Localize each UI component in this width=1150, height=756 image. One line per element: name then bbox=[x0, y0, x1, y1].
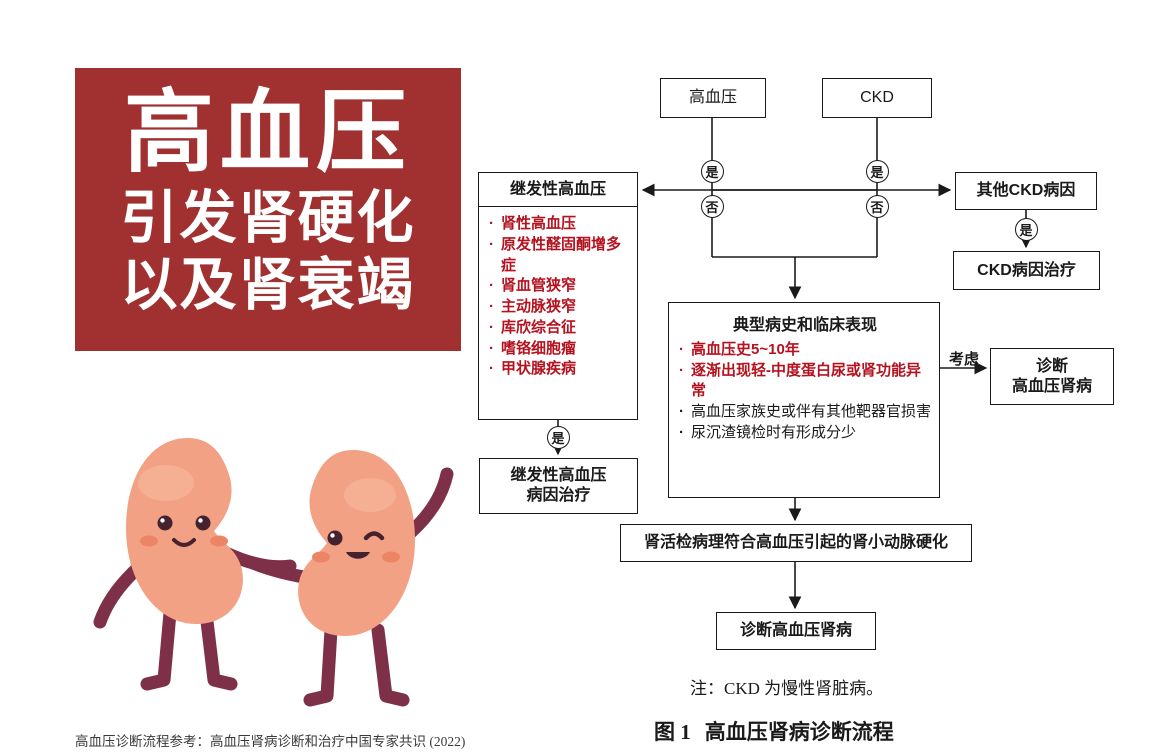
left-kidney-face bbox=[140, 515, 228, 547]
bullet: · bbox=[489, 236, 494, 254]
bullet: · bbox=[489, 360, 494, 378]
node-secondary-treatment: 继发性高血压 病因治疗 bbox=[479, 458, 638, 514]
figure-number: 图 1 bbox=[654, 720, 691, 744]
node-final-diagnosis: 诊断高血压肾病 bbox=[716, 612, 876, 650]
list-item: ·甲状腺疾病 bbox=[489, 359, 629, 380]
list-item: ·嗜铬细胞瘤 bbox=[489, 339, 629, 360]
right-kidney-waving-arm bbox=[403, 467, 454, 540]
bullet: · bbox=[489, 298, 494, 316]
node-biopsy: 肾活检病理符合高血压引起的肾小动脉硬化 bbox=[620, 524, 972, 562]
node-ckd: CKD bbox=[822, 78, 932, 118]
right-kidney-leg bbox=[371, 623, 410, 707]
node-secondary-treatment-line2: 病因治疗 bbox=[526, 487, 591, 504]
list-item: ·尿沉渣镜检时有形成分少 bbox=[679, 423, 931, 444]
list-item: ·肾血管狭窄 bbox=[489, 276, 629, 297]
list-item: ·主动脉狭窄 bbox=[489, 297, 629, 318]
bullet: · bbox=[489, 318, 494, 336]
left-kidney-leg bbox=[199, 606, 238, 691]
left-kidney-highlight bbox=[138, 465, 194, 501]
bullet: · bbox=[679, 361, 684, 379]
yes-label-secondary: 是 bbox=[546, 425, 570, 449]
list-item: ·高血压家族史或伴有其他靶器官损害 bbox=[679, 402, 931, 423]
node-typical-history: 典型病史和临床表现 ·高血压史5~10年 ·逐渐出现轻-中度蛋白尿或肾功能异常 … bbox=[668, 302, 940, 498]
node-other-ckd-cause: 其他CKD病因 bbox=[955, 172, 1097, 210]
left-kidney-arm bbox=[93, 559, 147, 629]
bullet: · bbox=[489, 215, 494, 233]
node-diagnosis-consider-line1: 诊断 bbox=[1035, 357, 1068, 375]
typical-history-title: 典型病史和临床表现 bbox=[732, 317, 877, 334]
ckd-note: 注：CKD 为慢性肾脏病。 bbox=[690, 679, 884, 698]
node-ckd-treatment: CKD病因治疗 bbox=[953, 251, 1100, 290]
list-item: ·原发性醛固酮增多症 bbox=[489, 235, 629, 276]
list-item: ·肾性高血压 bbox=[489, 214, 629, 235]
right-kidney-face bbox=[312, 530, 400, 563]
right-kidney-highlight bbox=[344, 478, 396, 512]
bullet: · bbox=[489, 339, 494, 357]
node-secondary-hypertension: 继发性高血压 bbox=[478, 172, 638, 208]
figure-title: 高血压肾病诊断流程 bbox=[704, 720, 894, 744]
title-banner: 高血压 引发肾硬化 以及肾衰竭 bbox=[75, 68, 461, 351]
bullet: · bbox=[679, 423, 684, 441]
consider-label: 考虑 bbox=[948, 351, 979, 368]
no-label-right: 否 bbox=[865, 194, 889, 218]
node-diagnosis-consider: 诊断 高血压肾病 bbox=[990, 348, 1114, 405]
yes-label-right: 是 bbox=[865, 159, 889, 183]
node-diagnosis-consider-line2: 高血压肾病 bbox=[1011, 377, 1092, 395]
left-kidney-body bbox=[126, 438, 243, 624]
bullet: · bbox=[679, 403, 684, 421]
bullet: · bbox=[489, 277, 494, 295]
node-hypertension: 高血压 bbox=[660, 78, 766, 118]
left-kidney-leg bbox=[140, 606, 177, 691]
banner-line-3: 以及肾衰竭 bbox=[120, 253, 416, 317]
list-item: ·逐渐出现轻-中度蛋白尿或肾功能异常 bbox=[679, 361, 931, 402]
list-item: ·库欣综合征 bbox=[489, 318, 629, 339]
secondary-hypertension-list: ·肾性高血压 ·原发性醛固酮增多症 ·肾血管狭窄 ·主动脉狭窄 ·库欣综合征 ·… bbox=[478, 206, 638, 421]
figure-caption: 图 1 高血压肾病诊断流程 bbox=[654, 716, 894, 746]
reference-note: 高血压诊断流程参考：高血压肾病诊断和治疗中国专家共识 (2022) bbox=[75, 734, 466, 749]
yes-label-otherckd: 是 bbox=[1014, 217, 1038, 241]
bullet: · bbox=[679, 341, 684, 358]
no-label-left: 否 bbox=[700, 194, 724, 218]
banner-line-1: 高血压 bbox=[124, 84, 412, 183]
node-secondary-treatment-line1: 继发性高血压 bbox=[510, 467, 607, 484]
right-kidney-leg bbox=[303, 623, 338, 707]
right-kidney-body bbox=[298, 450, 415, 636]
kidney-characters-illustration bbox=[93, 438, 454, 707]
list-item: ·高血压史5~10年 bbox=[679, 340, 931, 361]
yes-label-left: 是 bbox=[700, 159, 724, 183]
banner-line-2: 引发肾硬化 bbox=[120, 187, 416, 251]
